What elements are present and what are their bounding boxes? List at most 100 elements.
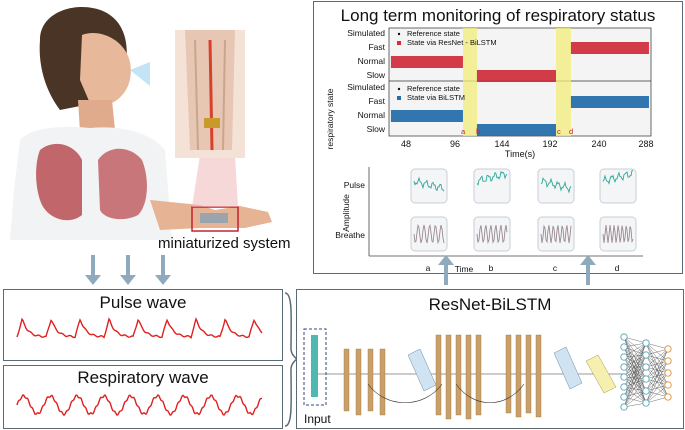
xtick-144: 144	[494, 139, 509, 149]
lower-ylabel-normal: Normal	[358, 110, 386, 120]
lower-ylabel-slow: Slow	[367, 124, 386, 134]
marker-b: b	[476, 127, 480, 136]
dense-node-12	[642, 387, 650, 395]
sample-tile-pulse-d	[599, 168, 637, 204]
dense-node-11	[642, 375, 650, 383]
respiratory-wave-title: Respiratory wave	[77, 368, 208, 387]
monitor-title: Long term monitoring of respiratory stat…	[341, 6, 656, 25]
xtick-48: 48	[401, 139, 411, 149]
upper-legend-model: State via ResNet - BiLSTM	[407, 38, 497, 47]
sample-wave-breathe-c	[540, 224, 572, 244]
upper-ylabel-simulated: Simulated	[347, 28, 385, 38]
conv-layer-1	[355, 348, 362, 416]
xtick-96: 96	[450, 139, 460, 149]
upper-legend-reference: Reference state	[407, 29, 460, 38]
respiratory-wave-line	[16, 393, 263, 417]
conv-layer-9	[505, 334, 512, 414]
marker-a: a	[461, 127, 466, 136]
human-illustration: miniaturized system	[10, 7, 291, 252]
lower-ylabel-simulated: Simulated	[347, 82, 385, 92]
monitor-xlabel: Time(s)	[505, 149, 535, 159]
conv-layer-8	[475, 334, 482, 416]
dense-node-4	[620, 373, 628, 381]
lower-segment-0	[391, 110, 463, 122]
transition-band-1	[556, 28, 571, 136]
dense-node-17	[664, 381, 672, 389]
dense-node-18	[664, 393, 672, 401]
dense-node-7	[620, 403, 628, 411]
upper-segment-0	[391, 56, 463, 68]
wave-plots: Pulse wave Respiratory wave	[16, 293, 263, 417]
network-title: ResNet-BiLSTM	[429, 295, 552, 314]
samples-col-a: a	[426, 263, 431, 273]
dense-node-8	[642, 339, 650, 347]
marker-d: d	[569, 127, 573, 136]
conv-layer-6	[455, 334, 462, 416]
sample-tile-pulse-a	[410, 168, 448, 204]
samples-col-d: d	[615, 263, 620, 273]
sample-wave-breathe-a	[413, 223, 445, 245]
conv-layer-12	[535, 334, 542, 418]
input-tensor	[311, 335, 318, 397]
network-diagram: ResNet-BiLSTM Input	[303, 295, 672, 426]
samples-row-pulse: Pulse	[344, 180, 366, 190]
upper-ylabel-normal: Normal	[358, 56, 386, 66]
samples-xlabel: Time	[455, 264, 474, 274]
conv-layer-5	[445, 334, 452, 420]
lower-legend-reference: Reference state	[407, 84, 460, 93]
monitor-ylabel: respiratory state	[325, 88, 335, 149]
conv-layer-4	[435, 334, 442, 416]
dense-node-15	[664, 357, 672, 365]
pulse-wave-title: Pulse wave	[100, 293, 187, 312]
lower-segment-2	[571, 96, 649, 108]
upper-segment-2	[571, 42, 649, 54]
lower-ylabel-fast: Fast	[368, 96, 385, 106]
input-box	[303, 328, 327, 406]
conv-layer-0	[343, 348, 350, 412]
samples-row-breathe: Breathe	[335, 230, 365, 240]
samples-col-c: c	[553, 263, 558, 273]
xtick-240: 240	[591, 139, 606, 149]
sample-tile-pulse-b	[473, 168, 511, 204]
conv-layer-10	[515, 334, 522, 418]
dense-node-0	[620, 333, 628, 341]
samples-ylabel: Amplitude	[341, 194, 351, 232]
dense-node-1	[620, 343, 628, 351]
pulse-wave-line	[16, 317, 263, 339]
sample-wave-breathe-b	[476, 225, 508, 245]
upper-ylabel-slow: Slow	[367, 70, 386, 80]
dense-node-16	[664, 369, 672, 377]
dense-node-14	[664, 345, 672, 353]
sample-wave-pulse-a	[413, 176, 445, 192]
sample-wave-pulse-b	[476, 170, 508, 186]
conv-layer-3	[379, 348, 386, 416]
sample-wave-pulse-d	[602, 169, 634, 185]
dense-node-6	[620, 393, 628, 401]
sample-wave-breathe-d	[602, 224, 634, 244]
sample-wave-pulse-c	[540, 177, 572, 194]
lower-segment-1	[477, 124, 556, 136]
dense-node-3	[620, 363, 628, 371]
conv-layer-11	[525, 334, 532, 414]
monitoring-chart: Long term monitoring of respiratory stat…	[325, 6, 656, 274]
dense-node-2	[620, 353, 628, 361]
marker-c: c	[557, 127, 561, 136]
conv-layer-2	[367, 348, 374, 412]
samples-col-b: b	[489, 263, 494, 273]
device-caption: miniaturized system	[158, 235, 291, 252]
input-label: Input	[304, 412, 331, 426]
sample-tile-breathe-d	[599, 216, 637, 252]
dense-node-10	[642, 363, 650, 371]
xtick-192: 192	[542, 139, 557, 149]
upper-segment-1	[477, 70, 556, 82]
conv-layer-7	[465, 334, 472, 420]
dense-node-13	[642, 399, 650, 407]
down-arrows	[85, 255, 171, 285]
up-arrows	[438, 255, 596, 285]
upper-ylabel-fast: Fast	[368, 42, 385, 52]
lower-legend-model: State via BiLSTM	[407, 93, 465, 102]
dense-node-5	[620, 383, 628, 391]
dense-node-9	[642, 351, 650, 359]
transition-band-0	[463, 28, 477, 136]
xtick-288: 288	[638, 139, 653, 149]
